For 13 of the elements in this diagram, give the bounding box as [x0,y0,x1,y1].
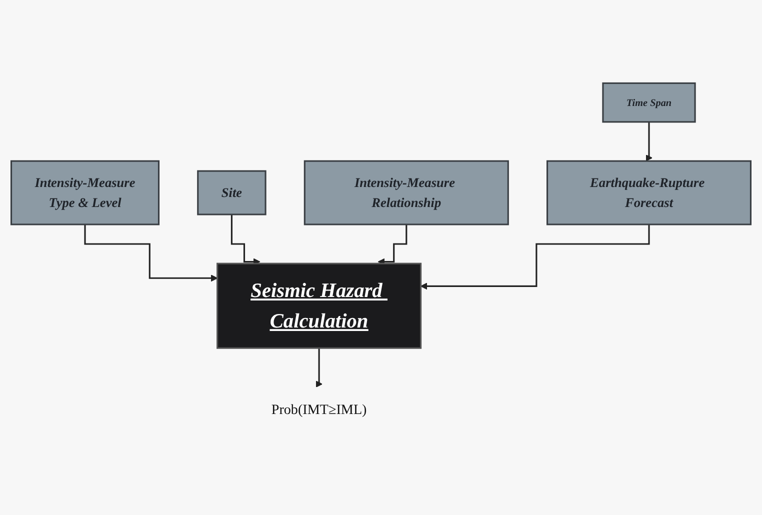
node-box: Intensity-Measure Type & Level [10,160,160,226]
node-box: Time Span [602,82,696,123]
node-text: Prob(IMT≥IML) [271,401,367,417]
arrow [646,121,652,162]
node-box: Intensity-Measure Relationship [304,160,509,226]
arrow [378,224,408,266]
arrow [316,347,322,388]
node-box: Site [197,170,266,216]
arrow [420,224,650,290]
arrow [84,224,218,282]
node-box: Earthquake-Rupture Forecast [546,160,752,226]
arrow [230,214,260,266]
node-box: Seismic Hazard Calculation [216,262,422,349]
